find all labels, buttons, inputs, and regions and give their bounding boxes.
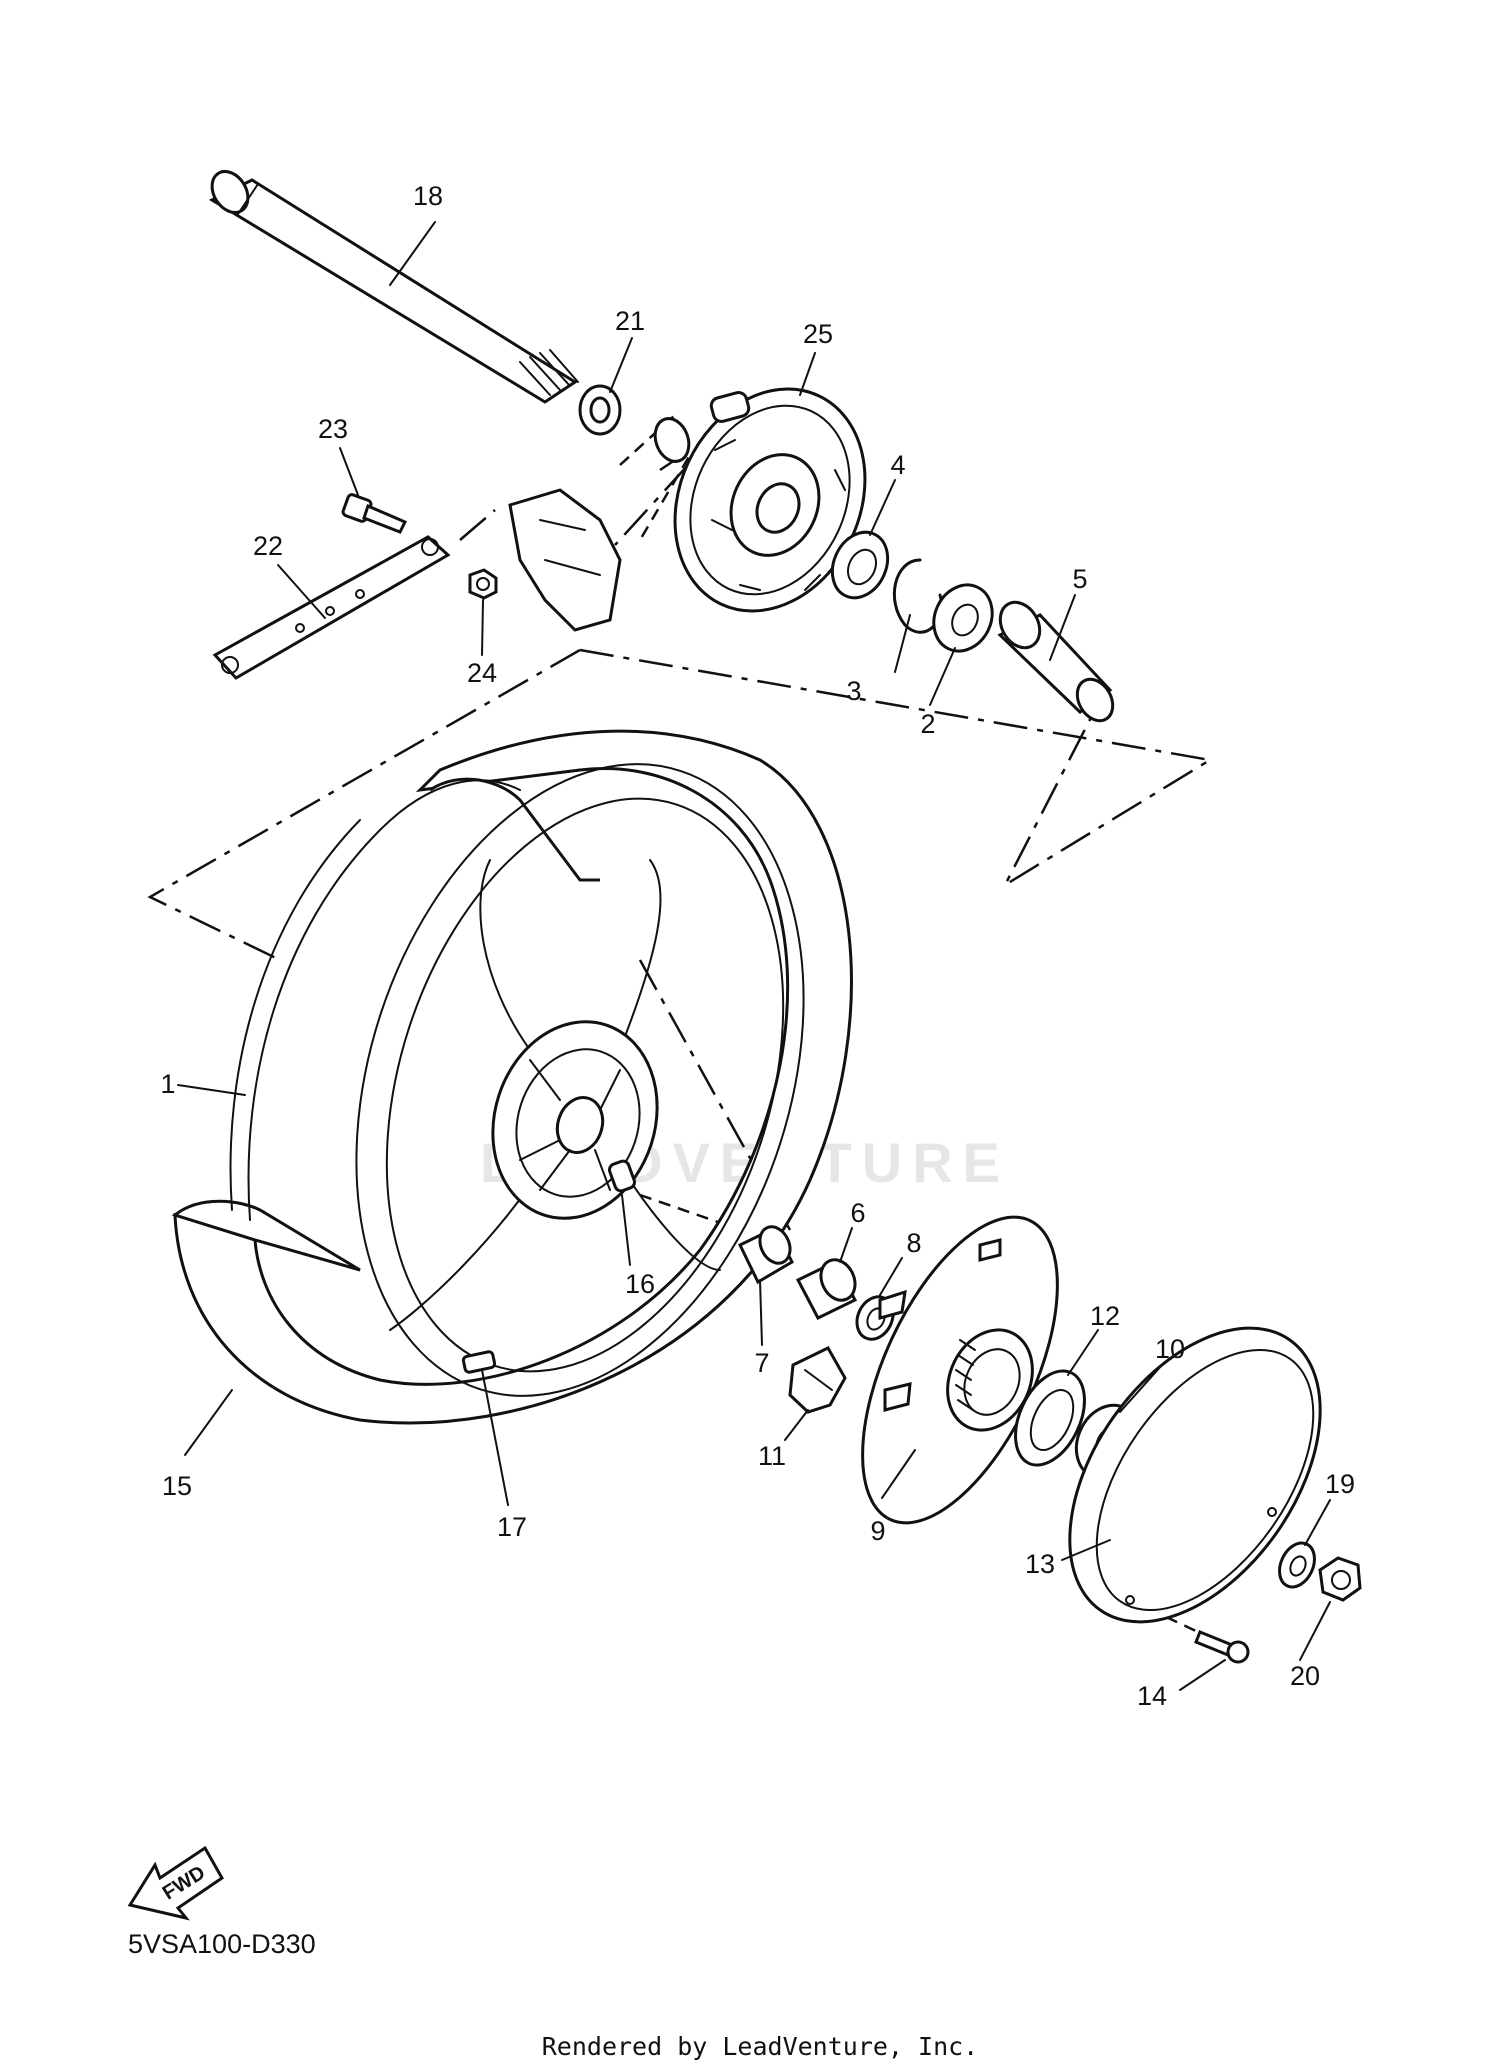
callout-12: 12	[1090, 1301, 1120, 1331]
render-credit: Rendered by LeadVenture, Inc.	[542, 2032, 979, 2061]
callout-9: 9	[870, 1516, 885, 1546]
callout-14: 14	[1137, 1681, 1167, 1711]
callout-22: 22	[253, 531, 283, 561]
callout-25: 25	[803, 319, 833, 349]
part-balance-weight[interactable]	[461, 1350, 497, 1374]
callout-1: 1	[160, 1069, 175, 1099]
callout-4: 4	[890, 450, 905, 480]
part-valve[interactable]	[608, 1159, 636, 1193]
callout-2: 2	[920, 709, 935, 739]
callout-6: 6	[850, 1198, 865, 1228]
part-bearing-2[interactable]	[923, 575, 1002, 660]
callout-3: 3	[846, 676, 861, 706]
callout-7: 7	[754, 1348, 769, 1378]
part-oil-seal-4[interactable]	[822, 523, 898, 607]
part-screw[interactable]	[1194, 1630, 1250, 1664]
callout-labels: 18 21 25 23 4 22 5 24 3 2 1 6 8 16 12 10…	[160, 181, 1355, 1711]
part-oil-seal-12[interactable]	[1002, 1360, 1099, 1476]
callout-15: 15	[162, 1471, 192, 1501]
callout-24: 24	[467, 658, 497, 688]
part-washer[interactable]	[1273, 1537, 1321, 1592]
callout-10: 10	[1155, 1334, 1185, 1364]
diagram-code: 5VSA100-D330	[128, 1929, 316, 1959]
callout-19: 19	[1325, 1469, 1355, 1499]
part-spacer[interactable]	[737, 1222, 796, 1285]
part-clutch-hub[interactable]	[822, 1189, 1097, 1551]
part-damper[interactable]	[788, 1346, 847, 1414]
caliper-bracket	[508, 412, 692, 632]
part-collar-5[interactable]	[992, 595, 1119, 727]
part-cover[interactable]	[1018, 1282, 1371, 1667]
callout-13: 13	[1025, 1549, 1055, 1579]
fwd-arrow-icon: FWD	[127, 1845, 224, 1921]
part-nut-20[interactable]	[1318, 1556, 1362, 1602]
part-brake-shoe-plate[interactable]	[640, 358, 900, 643]
callout-18: 18	[413, 181, 443, 211]
callout-16: 16	[625, 1269, 655, 1299]
callout-11: 11	[758, 1441, 786, 1471]
callout-20: 20	[1290, 1661, 1320, 1691]
callout-17: 17	[497, 1512, 527, 1542]
part-bearing-6[interactable]	[795, 1254, 861, 1320]
part-tension-bar[interactable]	[212, 535, 451, 680]
part-wheel-axle[interactable]	[205, 165, 579, 404]
callout-21: 21	[615, 306, 645, 336]
part-bolt-23[interactable]	[341, 493, 408, 534]
callout-8: 8	[906, 1228, 921, 1258]
callout-5: 5	[1072, 564, 1087, 594]
part-nut-24[interactable]	[468, 568, 498, 600]
part-collar-21[interactable]	[578, 384, 622, 436]
part-tire[interactable]	[171, 729, 853, 1425]
callout-23: 23	[318, 414, 348, 444]
leader-lines	[177, 221, 1331, 1691]
